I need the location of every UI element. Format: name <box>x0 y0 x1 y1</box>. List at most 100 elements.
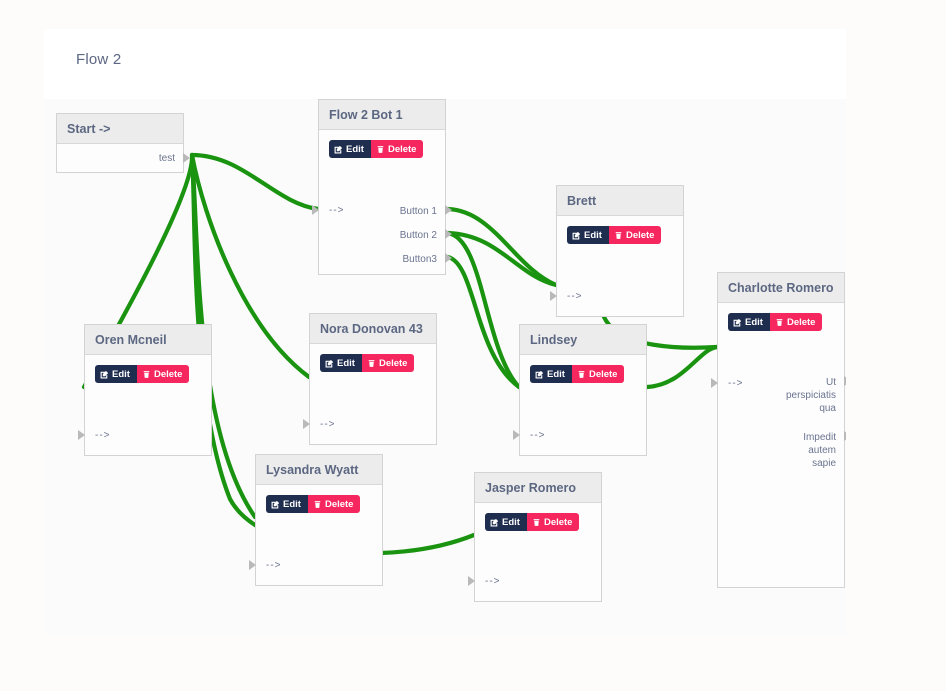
delete-button-label: Delete <box>153 368 183 380</box>
port-marker-in-jasper[interactable] <box>468 576 475 586</box>
port-out-button-3[interactable]: Button3 <box>402 254 437 265</box>
pencil-square-icon <box>572 231 581 239</box>
edit-button[interactable]: Edit <box>329 140 371 158</box>
delete-button[interactable]: Delete <box>526 513 580 531</box>
port-out-charlotte-2[interactable]: Impedit autem sapie <box>803 431 836 470</box>
node-charlotte-header: Charlotte Romero <box>718 273 844 303</box>
port-marker-in-brett[interactable] <box>550 291 557 301</box>
node-oren-mcneil[interactable]: Oren Mcneil Edit Delete <box>78 324 212 456</box>
port-marker-button-3[interactable] <box>445 253 452 263</box>
trash-icon <box>615 231 622 239</box>
node-actions: Edit Delete <box>728 313 823 331</box>
port-marker-in-nora[interactable] <box>303 419 310 429</box>
port-out-charlotte-1-line3: qua <box>819 403 836 414</box>
node-lindsey-title: Lindsey <box>530 332 578 347</box>
delete-button-label: Delete <box>588 368 618 380</box>
port-marker-in-charlotte[interactable] <box>711 378 718 388</box>
delete-button[interactable]: Delete <box>370 140 424 158</box>
delete-button[interactable]: Delete <box>136 365 190 383</box>
port-marker-in-lysandra[interactable] <box>249 560 256 570</box>
port-marker-start-test[interactable] <box>183 153 190 163</box>
edit-button-label: Edit <box>346 143 364 155</box>
port-marker-charlotte-2[interactable] <box>844 431 846 441</box>
port-out-button-1[interactable]: Button 1 <box>399 206 437 217</box>
delete-button[interactable]: Delete <box>307 495 361 513</box>
node-flow2bot1[interactable]: Flow 2 Bot 1 Edit Delete <box>312 99 452 275</box>
port-marker-button-2[interactable] <box>445 229 452 239</box>
edit-button-label: Edit <box>502 516 520 528</box>
flow-canvas[interactable]: Start -> test Flow 2 Bot 1 Edit <box>44 99 846 635</box>
node-brett-body: Edit Delete --> <box>550 216 683 316</box>
port-in-jasper[interactable]: --> <box>485 576 501 587</box>
node-start-header: Start -> <box>57 114 183 144</box>
edge-lindsey-to-charlotte <box>644 344 720 390</box>
delete-button-label: Delete <box>786 316 816 328</box>
delete-button-label: Delete <box>543 516 573 528</box>
node-lindsey[interactable]: Lindsey Edit Delete <box>513 324 647 456</box>
pencil-square-icon <box>733 318 742 326</box>
node-brett[interactable]: Brett Edit Delete <box>550 185 684 317</box>
node-start[interactable]: Start -> test <box>56 113 190 173</box>
port-marker-button-1[interactable] <box>445 205 452 215</box>
port-in-lindsey[interactable]: --> <box>530 430 546 441</box>
flow-header-panel: Flow 2 <box>44 29 846 99</box>
port-in-charlotte[interactable]: --> <box>728 378 744 389</box>
edit-button[interactable]: Edit <box>485 513 527 531</box>
edit-button-label: Edit <box>547 368 565 380</box>
port-in-nora[interactable]: --> <box>320 419 336 430</box>
port-in-brett[interactable]: --> <box>567 291 583 302</box>
page-title: Flow 2 <box>76 51 122 68</box>
port-marker-in-lindsey[interactable] <box>513 430 520 440</box>
trash-icon <box>368 359 375 367</box>
node-oren-title: Oren Mcneil <box>95 332 167 347</box>
pencil-square-icon <box>334 145 343 153</box>
node-actions: Edit Delete <box>567 226 662 244</box>
edit-button[interactable]: Edit <box>95 365 137 383</box>
node-start-body: test <box>57 144 190 172</box>
edit-button[interactable]: Edit <box>266 495 308 513</box>
node-lysandra-header: Lysandra Wyatt <box>256 455 382 485</box>
trash-icon <box>578 370 585 378</box>
node-actions: Edit Delete <box>329 140 424 158</box>
node-nora-donovan[interactable]: Nora Donovan 43 Edit Delete <box>303 313 437 445</box>
delete-button-label: Delete <box>387 143 417 155</box>
node-actions: Edit Delete <box>485 513 580 531</box>
node-nora-title: Nora Donovan 43 <box>320 321 423 336</box>
port-in-lysandra[interactable]: --> <box>266 560 282 571</box>
node-lysandra-body: Edit Delete --> <box>249 485 382 585</box>
pencil-square-icon <box>535 370 544 378</box>
edit-button[interactable]: Edit <box>567 226 609 244</box>
port-out-charlotte-1-line2: perspiciatis <box>785 390 836 401</box>
node-lysandra-wyatt[interactable]: Lysandra Wyatt Edit Delete <box>249 454 383 586</box>
port-out-button-2[interactable]: Button 2 <box>399 230 437 241</box>
port-marker-in-flow2bot1[interactable] <box>312 205 319 215</box>
node-charlotte-body: Edit Delete --> Ut perspiciatis qua <box>711 303 846 587</box>
node-charlotte-romero[interactable]: Charlotte Romero Edit Delete <box>711 272 846 588</box>
edit-button[interactable]: Edit <box>320 354 362 372</box>
port-in-oren[interactable]: --> <box>95 430 111 441</box>
delete-button[interactable]: Delete <box>571 365 625 383</box>
port-marker-in-oren[interactable] <box>78 430 85 440</box>
node-jasper-romero[interactable]: Jasper Romero Edit Delete <box>468 472 602 602</box>
edge-button1-to-brett <box>445 206 559 288</box>
delete-button[interactable]: Delete <box>769 313 823 331</box>
node-actions: Edit Delete <box>530 365 625 383</box>
port-marker-charlotte-1[interactable] <box>844 376 846 386</box>
node-jasper-header: Jasper Romero <box>475 473 601 503</box>
node-start-title: Start -> <box>67 121 111 136</box>
edit-button[interactable]: Edit <box>728 313 770 331</box>
delete-button[interactable]: Delete <box>361 354 415 372</box>
trash-icon <box>314 500 321 508</box>
port-out-start-test[interactable]: test <box>158 153 175 164</box>
pencil-square-icon <box>490 518 499 526</box>
node-lindsey-header: Lindsey <box>520 325 646 355</box>
edge-button2-to-lindsey <box>445 230 522 390</box>
delete-button[interactable]: Delete <box>608 226 662 244</box>
port-out-charlotte-1[interactable]: Ut perspiciatis qua <box>786 376 836 415</box>
node-oren-body: Edit Delete --> <box>78 355 211 455</box>
node-actions: Edit Delete <box>266 495 361 513</box>
edit-button[interactable]: Edit <box>530 365 572 383</box>
port-in-flow2bot1[interactable]: --> <box>329 205 345 216</box>
port-out-charlotte-2-line2: autem <box>808 445 836 456</box>
